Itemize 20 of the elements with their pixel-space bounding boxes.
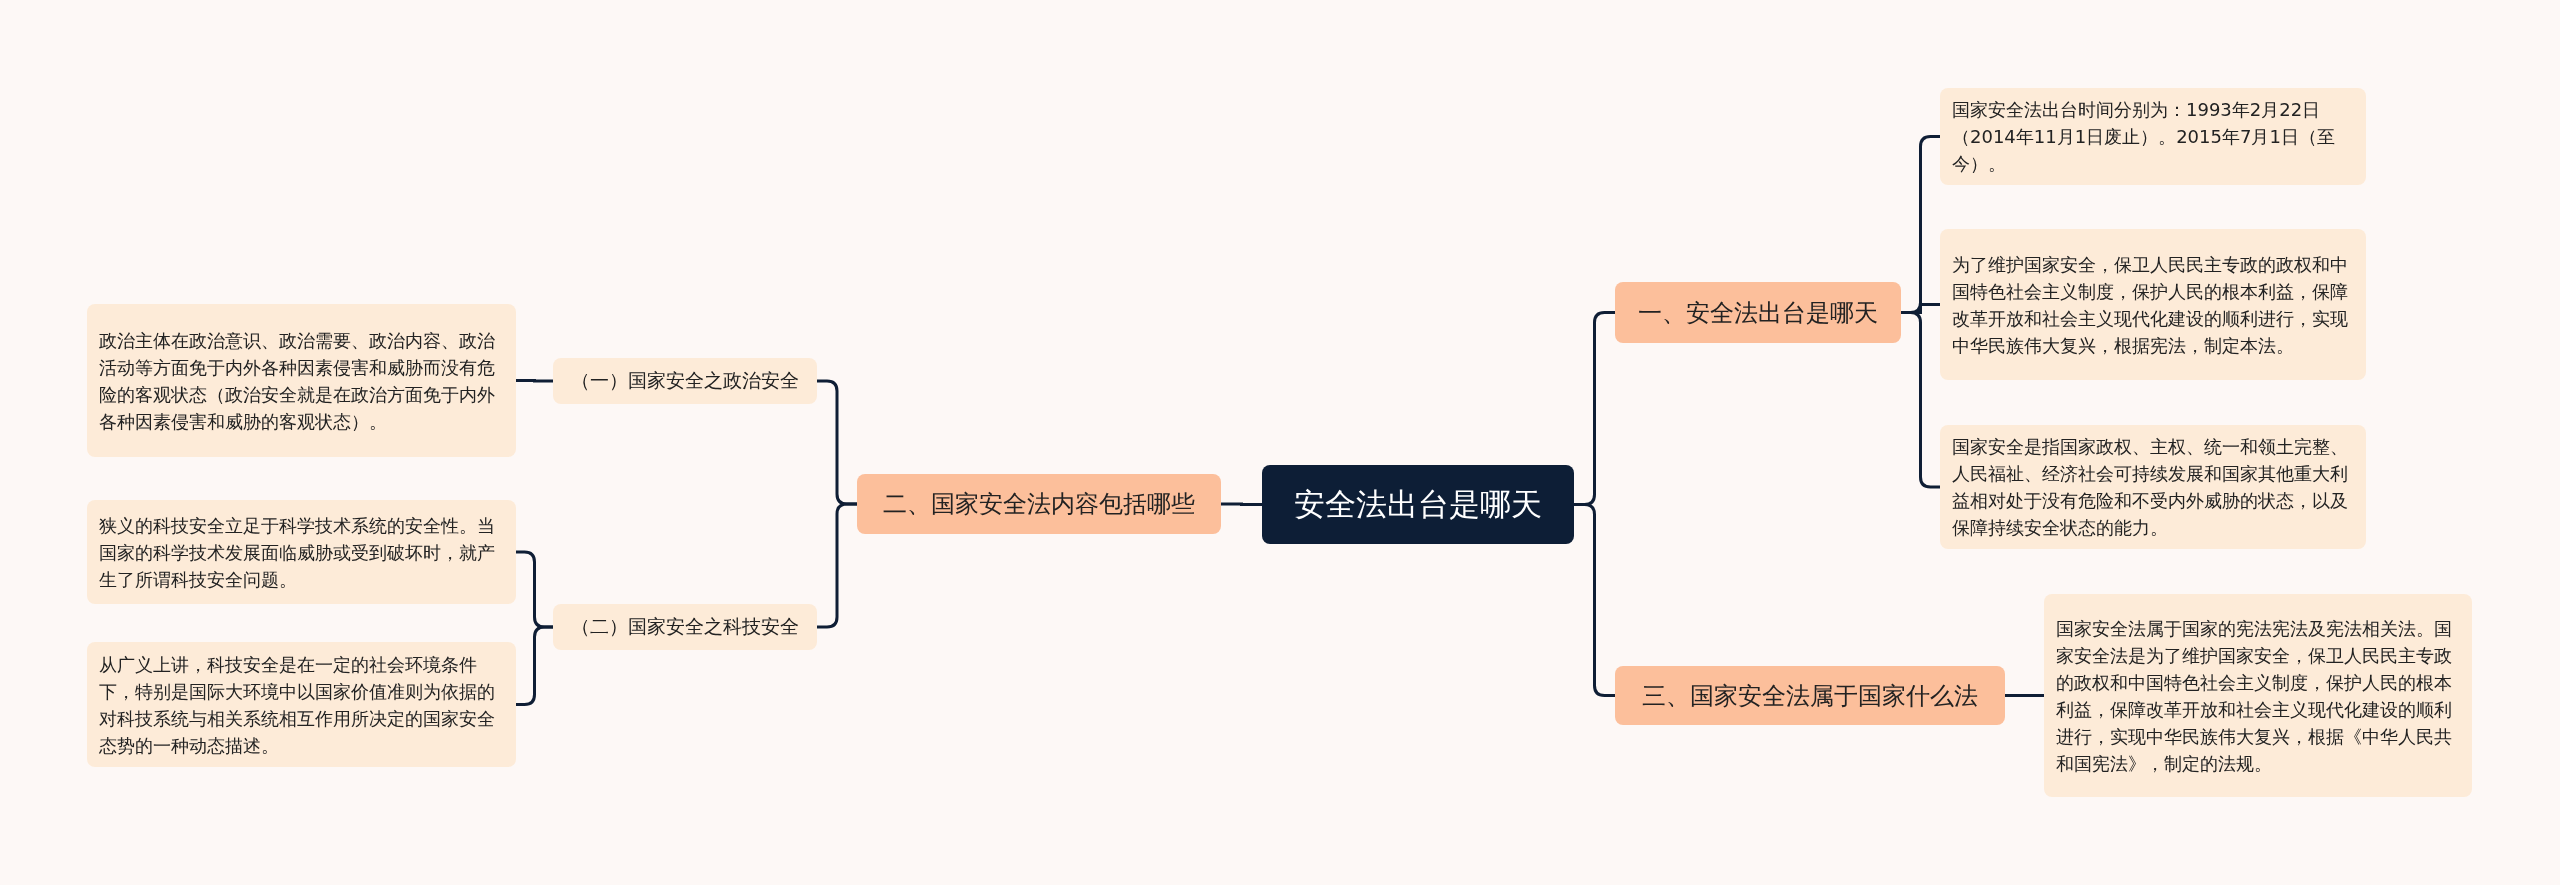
note-box: 国家安全法属于国家的宪法宪法及宪法相关法。国家安全法是为了维护国家安全，保卫人民民主专政的政权和中国特色社会主义制度，保护人民的根本利益，保障改革开放和社会主义现代化建设的顺利进行，实现中华民族伟大复兴，根据《中华人民共和国宪法》，制定的法规。 xyxy=(2044,594,2472,797)
note-box: 国家安全是指国家政权、主权、统一和领土完整、人民福祉、经济社会可持续发展和国家其他重大利益相对处于没有危险和不受内外威胁的状态，以及保障持续安全状态的能力。 xyxy=(1940,425,2366,549)
topic-box: 三、国家安全法属于国家什么法 xyxy=(1615,666,2005,725)
topic-box: 二、国家安全法内容包括哪些 xyxy=(857,474,1221,534)
connector-line xyxy=(2005,694,2044,697)
connector-line xyxy=(1221,502,1262,506)
connector-line xyxy=(516,379,553,383)
connector-line xyxy=(1574,503,1615,697)
subtopic-box: （二）国家安全之科技安全 xyxy=(553,604,817,650)
central-topic-box: 安全法出台是哪天 xyxy=(1262,465,1574,544)
connector-line xyxy=(817,502,857,629)
note-box: 为了维护国家安全，保卫人民民主专政的政权和中国特色社会主义制度，保护人民的根本利益，保障改革开放和社会主义现代化建设的顺利进行，实现中华民族伟大复兴，根据宪法，制定本法。 xyxy=(1940,229,2366,380)
connector-line xyxy=(516,625,553,706)
subtopic-box: （一）国家安全之政治安全 xyxy=(553,358,817,404)
note-box: 从广义上讲，科技安全是在一定的社会环境条件下，特别是国际大环境中以国家价值准则为依据的对科技系统与相关系统相互作用所决定的国家安全态势的一种动态描述。 xyxy=(87,642,516,767)
connector-line xyxy=(1901,311,1940,489)
topic-box: 一、安全法出台是哪天 xyxy=(1615,282,1901,343)
note-box: 国家安全法出台时间分别为：1993年2月22日（2014年11月1日废止）。2015年7月1日（至今）。 xyxy=(1940,88,2366,185)
note-box: 狭义的科技安全立足于科学技术系统的安全性。当国家的科学技术发展面临威胁或受到破坏时，就产生了所谓科技安全问题。 xyxy=(87,500,516,604)
note-box: 政治主体在政治意识、政治需要、政治内容、政治活动等方面免于内外各种因素侵害和威胁而没有危险的客观状态（政治安全就是在政治方面免于内外各种因素侵害和威胁的客观状态）。 xyxy=(87,304,516,457)
